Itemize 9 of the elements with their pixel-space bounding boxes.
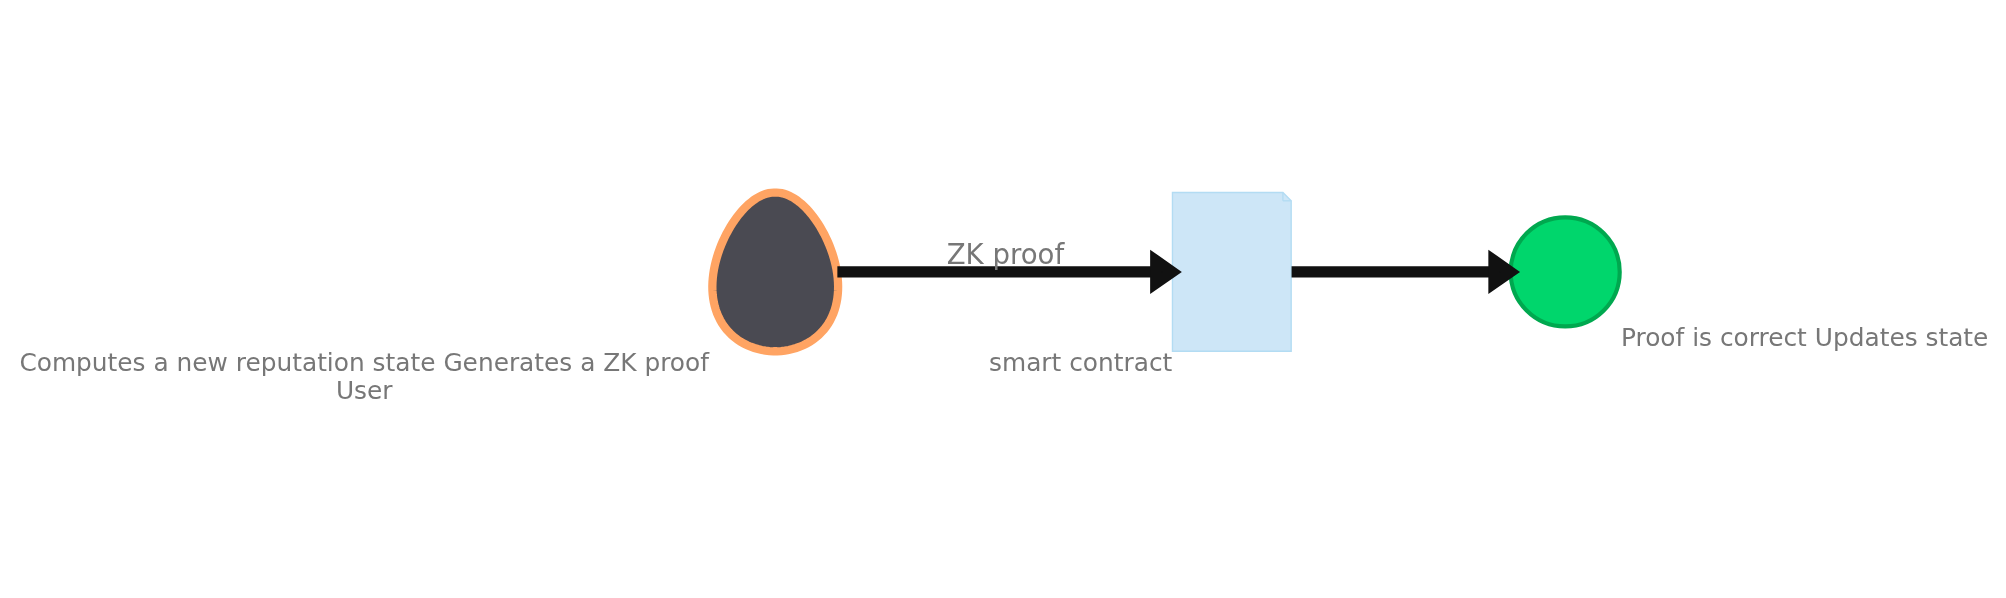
arrow: [837, 249, 1182, 294]
node-label: smart contract: [989, 347, 1173, 377]
node-label: Proof is correct Updates state: [1620, 322, 1989, 352]
node-label: Computes a new reputation state Generates a ZK proof: [19, 347, 709, 377]
node-circle: [1508, 214, 1622, 328]
node-person: [708, 187, 843, 355]
arrow: [1291, 249, 1521, 294]
node-label: User: [335, 375, 393, 405]
edge-label: ZK proof: [946, 237, 1065, 271]
